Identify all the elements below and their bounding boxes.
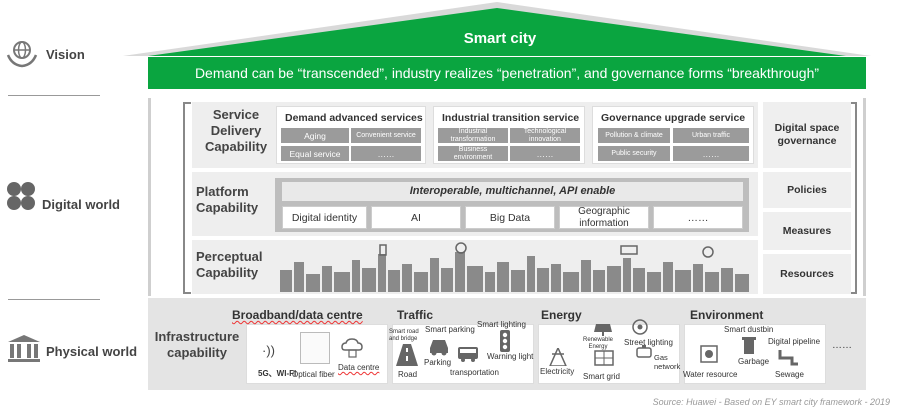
smart-parking-label: Smart parking xyxy=(425,325,475,334)
5g-wifi-label: 5G、WI-FI xyxy=(258,369,297,378)
digital-pipeline-label: Digital pipeline xyxy=(768,337,821,346)
energy-title: Energy xyxy=(541,308,582,322)
pipeline-icon xyxy=(778,350,798,366)
solar-panel-icon xyxy=(594,324,612,336)
water-resource-label: Water resource xyxy=(683,370,738,379)
broadband-title-text: Broadband/data centre xyxy=(232,308,363,322)
smart-dustbin-label: Smart dustbin xyxy=(724,325,774,334)
warning-light-label: Warning light xyxy=(487,352,534,361)
smart-lighting-label: Smart lighting xyxy=(477,320,526,329)
vision-banner: Demand can be “transcended”, industry re… xyxy=(148,57,866,89)
demand-title: Demand advanced services xyxy=(285,112,423,124)
street-lighting-label: Street lighting xyxy=(624,338,673,347)
divider-digital xyxy=(8,299,100,300)
optical-fiber-label: Optical fiber xyxy=(292,370,335,379)
pollution-climate-item: Pollution & climate xyxy=(598,128,670,143)
policies-box: Policies xyxy=(763,172,851,208)
measures-box: Measures xyxy=(763,212,851,250)
transportation-label: transportation xyxy=(450,368,499,377)
gas-network-icon xyxy=(636,345,652,358)
data-centre-text: Data centre xyxy=(338,363,380,372)
broadband-title: Broadband/data centre xyxy=(232,308,363,322)
smart-grid-icon xyxy=(594,350,614,366)
ai-box: AI xyxy=(371,206,461,229)
garbage-label: Garbage xyxy=(738,357,770,366)
environment-title: Environment xyxy=(690,308,764,322)
traffic-title: Traffic xyxy=(397,308,434,322)
renewable-energy-label: Renewable Energy xyxy=(582,337,614,350)
digital-identity-box: Digital identity xyxy=(282,206,367,229)
left-pillar xyxy=(148,98,151,296)
platform-headline: Interoperable, multichannel, API enable xyxy=(282,182,743,201)
roof-shape xyxy=(123,2,871,56)
bus-icon xyxy=(458,347,478,362)
left-bracket xyxy=(183,102,185,294)
aging-item: Aging xyxy=(281,128,349,143)
industrial-title: Industrial transition service xyxy=(442,112,580,124)
city-skyline-icon xyxy=(280,242,749,292)
infrastructure-label: Infrastructure capability xyxy=(154,329,240,360)
globe-hands-icon xyxy=(6,41,38,68)
water-resource-icon xyxy=(700,345,718,363)
environment-more-label: …… xyxy=(832,340,852,351)
right-pillar xyxy=(863,98,866,296)
physical-world-label: Physical world xyxy=(46,344,138,359)
big-data-box: Big Data xyxy=(465,206,555,229)
right-bracket xyxy=(855,102,857,294)
urban-traffic-item: Urban traffic xyxy=(673,128,749,143)
platform-more-box: …… xyxy=(653,206,743,229)
equal-service-item: Equal service xyxy=(281,146,349,161)
vision-label: Vision xyxy=(46,47,85,62)
traffic-light-icon xyxy=(500,330,510,352)
resources-box: Resources xyxy=(763,254,851,294)
perceptual-label: Perceptual Capability xyxy=(196,249,263,280)
cloud-server-icon xyxy=(341,338,363,358)
optical-fiber-icon xyxy=(300,332,330,364)
governance-more-item: …… xyxy=(673,146,749,161)
industrial-more-item: …… xyxy=(510,146,580,161)
roof-title: Smart city xyxy=(463,30,537,47)
platform-label: Platform Capability xyxy=(196,184,259,215)
technological-innovation-item: Technological innovation xyxy=(510,128,580,143)
sewage-label: Sewage xyxy=(775,370,804,379)
business-environment-item: Business environment xyxy=(438,146,508,161)
divider-vision xyxy=(8,95,100,96)
wifi-icon: ·)) xyxy=(262,343,275,358)
four-petal-icon xyxy=(7,182,35,210)
governance-title: Governance upgrade service xyxy=(601,112,746,124)
parking-label: Parking xyxy=(424,358,452,367)
columns-building-icon xyxy=(8,335,40,362)
smart-road-label: Smart road and bridge xyxy=(389,329,419,342)
demand-more-item: …… xyxy=(351,146,421,161)
road-icon xyxy=(396,344,418,366)
source-caption: Source: Huawei - Based on EY smart city … xyxy=(652,397,890,407)
electricity-tower-icon xyxy=(549,348,567,366)
service-label: Service Delivery Capability xyxy=(204,107,268,154)
gas-network-label: Gas network xyxy=(654,353,681,371)
digital-world-label: Digital world xyxy=(42,197,120,212)
electricity-label: Electricity xyxy=(540,367,575,376)
road-label: Road xyxy=(398,370,418,379)
smart-grid-label: Smart grid xyxy=(583,372,620,381)
geographic-information-box: Geographic information xyxy=(559,206,649,229)
convenient-service-item: Convenient service xyxy=(351,128,421,143)
digital-space-governance-box: Digital space governance xyxy=(763,102,851,168)
public-security-item: Public security xyxy=(598,146,670,161)
data-centre-label: Data centre xyxy=(338,363,379,372)
industrial-transformation-item: Industrial transformation xyxy=(438,128,508,143)
street-light-icon xyxy=(632,319,648,335)
garbage-bin-icon xyxy=(742,337,756,354)
car-icon xyxy=(430,340,448,356)
